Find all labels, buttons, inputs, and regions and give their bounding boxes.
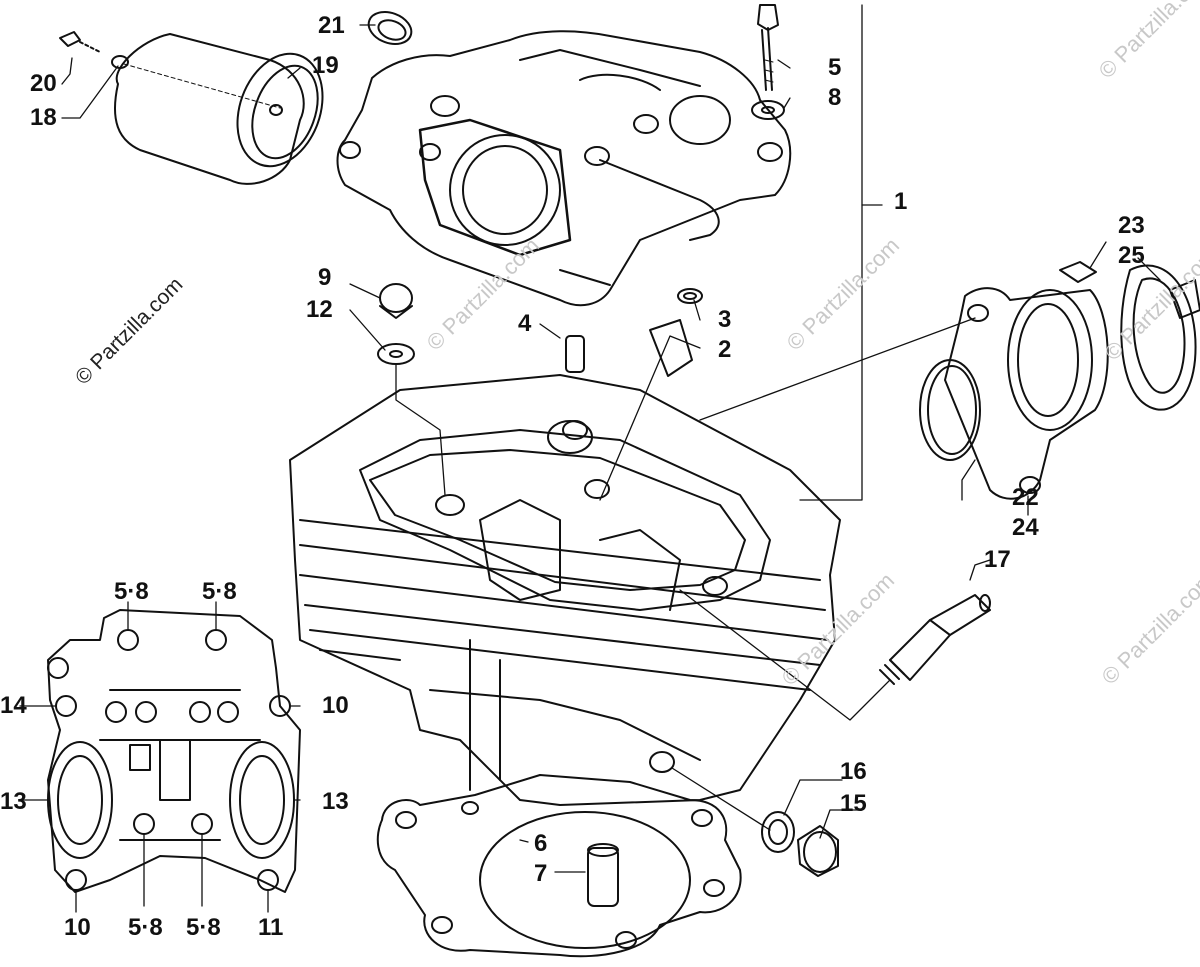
intake-boot-drawing: [919, 261, 1200, 500]
callout-15: 15: [840, 790, 867, 817]
callout-22: 22: [1012, 484, 1039, 511]
callout-5-8-top-right: 5·8: [202, 578, 237, 605]
callout-4: 4: [518, 310, 532, 337]
callout-5-8-top-left: 5·8: [114, 578, 149, 605]
small-parts-top: [367, 4, 785, 377]
callout-11: 11: [258, 914, 284, 941]
head-gasket-drawing: [376, 774, 742, 958]
callout-12: 12: [306, 296, 333, 323]
callout-13-right: 13: [322, 788, 349, 815]
callout-2: 2: [718, 336, 732, 363]
head-bottom-view-drawing: [47, 609, 301, 893]
callout-20: 20: [30, 70, 57, 97]
oil-filter-cover-drawing: [59, 31, 324, 185]
callout-5: 5: [828, 54, 842, 81]
callout-18: 18: [30, 104, 57, 131]
callout-21: 21: [318, 12, 345, 39]
drain-plug-drawing: [761, 811, 839, 877]
callout-9: 9: [318, 264, 332, 291]
callout-24: 24: [1012, 514, 1039, 541]
callout-5-8-bottom-right: 5·8: [186, 914, 221, 941]
callout-3: 3: [718, 306, 732, 333]
callout-10-bottom: 10: [64, 914, 91, 941]
callout-8: 8: [828, 84, 842, 111]
callout-14: 14: [0, 692, 27, 719]
callout-1: 1: [894, 188, 908, 215]
callout-5-8-bottom-left: 5·8: [128, 914, 163, 941]
callout-23: 23: [1118, 212, 1145, 239]
leader-lines: [19, 4, 1161, 913]
callout-13-left: 13: [0, 788, 27, 815]
valve-cover-drawing: [336, 30, 792, 307]
callout-19: 19: [312, 52, 339, 79]
callout-10-right: 10: [322, 692, 349, 719]
callout-25: 25: [1118, 242, 1145, 269]
spark-plug-drawing: [879, 594, 991, 685]
callout-7: 7: [534, 860, 548, 887]
callout-16: 16: [840, 758, 867, 785]
cylinder-head-drawing: [289, 374, 841, 806]
callout-17: 17: [984, 546, 1011, 573]
callout-6: 6: [534, 830, 548, 857]
